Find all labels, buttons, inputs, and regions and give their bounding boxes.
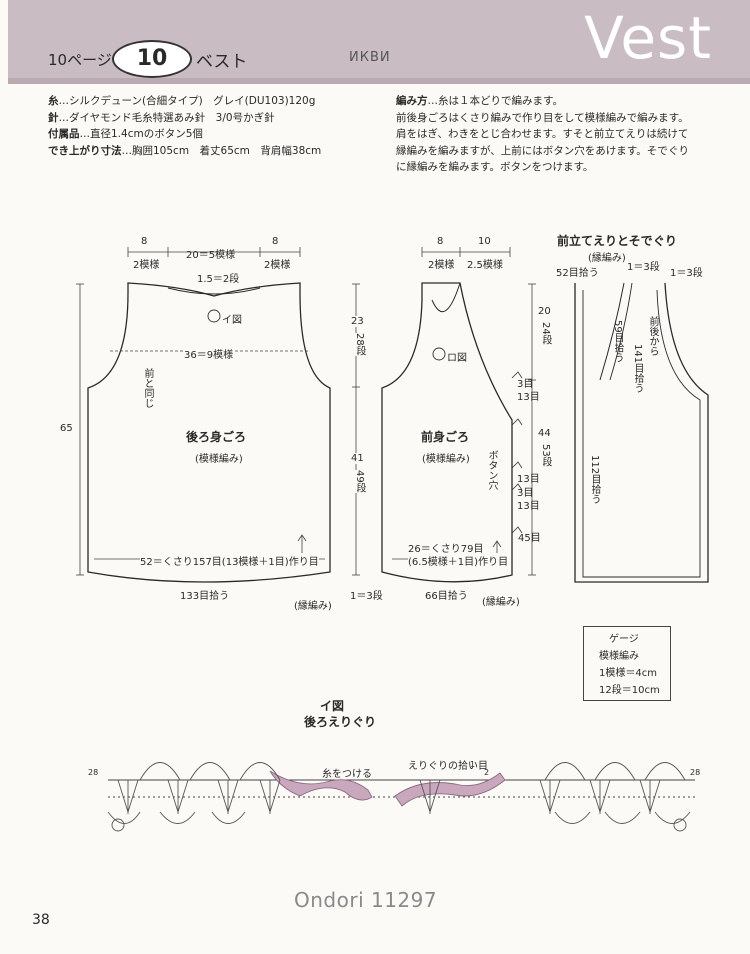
front-hem-pick: 66目拾う xyxy=(425,591,468,602)
watermark: Ondori 11297 xyxy=(294,888,438,912)
band-title: 前立てえりとそでぐり xyxy=(557,234,677,248)
gauge-line1: 1模様＝4cm xyxy=(599,668,657,679)
header-strip xyxy=(8,78,750,84)
band-rows-b: 1＝3段 xyxy=(670,268,703,279)
back-edging: (縁編み) xyxy=(294,601,332,612)
front-body-title: 前身ごろ xyxy=(421,430,470,444)
front-base: 26＝くさり79目 xyxy=(408,544,484,555)
figure-n2: 2 xyxy=(484,768,490,777)
back-armhole-h: 23 xyxy=(351,316,364,327)
band-pick141: 141目拾う xyxy=(632,344,643,394)
page-number: 38 xyxy=(32,912,50,928)
figure-title: 後ろえりぐり xyxy=(304,715,377,729)
back-fig-ref: イ図 xyxy=(222,315,242,326)
band-edging: (縁編み) xyxy=(588,253,626,264)
back-armhole-rows: 28段 xyxy=(352,333,367,356)
size-key: でき上がり寸法 xyxy=(48,144,122,157)
back-top-right-sub: 2模様 xyxy=(264,260,291,271)
back-body-title: 後ろ身ごろ xyxy=(186,430,247,444)
back-top-right: 8 xyxy=(272,236,279,247)
back-body-rows: 49段 xyxy=(352,470,367,493)
hem-rows: 1＝3段 xyxy=(350,591,383,602)
band-front-back: 前後から xyxy=(647,316,658,356)
back-body-subtitle: (模様編み) xyxy=(195,454,243,465)
method-block: 編み方…糸は１本どりで編みます。 前後身ごろはくさり編みで作り目をして模様編みで… xyxy=(396,93,726,176)
gauge-line2: 12段＝10cm xyxy=(599,685,660,696)
band-pick112: 112目拾う xyxy=(589,455,600,505)
stamp-text: ИКВИ xyxy=(349,50,391,65)
front-armhole-rows: 24段 xyxy=(540,322,551,345)
front-top-left-sub: 2模様 xyxy=(428,260,455,271)
front-armhole-h: 20 xyxy=(538,306,551,317)
gauge-title: ゲージ xyxy=(609,634,639,645)
yarn-key: 糸 xyxy=(48,95,59,107)
page-reference: 10ページ xyxy=(48,51,112,69)
front-fig-ref: ロ図 xyxy=(447,353,467,364)
front-top-right-sub: 2.5模様 xyxy=(467,260,503,271)
pattern-number-badge: 10 xyxy=(112,40,192,78)
accessory-value: …直径1.4cmのボタン5個 xyxy=(79,128,203,140)
method-label: 編み方 xyxy=(396,95,428,107)
gauge-box: ゲージ 模様編み 1模様＝4cm 12段＝10cm xyxy=(583,626,671,701)
figure-ref: イ図 xyxy=(320,699,345,713)
size-value: …胸囲105cm 着丈65cm 背肩幅38cm xyxy=(121,144,322,157)
method-line-2: 肩をはぎ、わきをとじ合わせます。すそと前立てえりは続けて xyxy=(396,128,689,140)
method-line-0: …糸は１本どりで編みます。 xyxy=(427,95,563,107)
front-st45: 45目 xyxy=(518,533,541,544)
figure-heading: イ図 後ろえりぐり xyxy=(304,698,376,730)
back-base: 52＝くさり157目(13模様＋1目)作り目 xyxy=(140,553,319,568)
back-chest: 36＝9模様 xyxy=(184,346,234,361)
front-base-sub: (6.5模様＋1目)作り目 xyxy=(408,553,509,568)
back-same-as-front: 前と同じ xyxy=(142,368,153,408)
method-line-1: 前後身ごろはくさり編みで作り目をして模様編みで編みます。 xyxy=(396,111,689,124)
crochet-chart xyxy=(107,762,695,832)
buttonhole-label: ボタン穴 xyxy=(486,450,497,490)
front-st13b: 13目 xyxy=(517,474,540,485)
front-st13c: 13目 xyxy=(517,501,540,512)
front-body-outline xyxy=(381,282,513,583)
accessory-key: 付属品 xyxy=(48,128,80,140)
needle-key: 針 xyxy=(48,111,59,124)
band-outline xyxy=(574,282,709,583)
back-body-h: 41 xyxy=(351,453,364,464)
front-body-rows: 53段 xyxy=(540,444,551,467)
front-top-left: 8 xyxy=(437,236,444,247)
back-top-left: 8 xyxy=(141,236,148,247)
back-height: 65 xyxy=(60,423,73,434)
band-pick52: 52目拾う xyxy=(556,268,599,279)
materials-block: 糸…シルクデューン(合細タイプ) グレイ(DU103)120g 針…ダイヤモンド… xyxy=(48,93,321,159)
gauge-pattern: 模様編み xyxy=(599,651,639,662)
back-neck-drop: 1.5＝2段 xyxy=(197,274,240,285)
back-body-outline xyxy=(87,282,331,583)
front-st13a: 13目 xyxy=(517,392,540,403)
front-top-right: 10 xyxy=(478,236,491,247)
figure-pickup: えりぐりの拾い目 xyxy=(408,761,488,772)
front-body-subtitle: (模様編み) xyxy=(422,454,470,465)
figure-n28-right: 28 xyxy=(690,768,701,777)
front-edging: (縁編み) xyxy=(482,597,520,608)
front-body-h: 44 xyxy=(538,428,551,439)
yarn-value: …シルクデューン(合細タイプ) グレイ(DU103)120g xyxy=(58,95,316,107)
page-title: Vest xyxy=(584,4,712,72)
front-st3a: 3目 xyxy=(517,379,534,390)
method-line-3: 縁編みを編みますが、上前にはボタン穴をあけます。そでぐり xyxy=(396,144,689,157)
back-hem-pick: 133目拾う xyxy=(180,591,230,602)
band-pick59: 59目拾う xyxy=(612,320,623,363)
figure-n28-left: 28 xyxy=(88,768,99,777)
front-st3b: 3目 xyxy=(517,488,534,499)
method-line-4: に縁編みを編みます。ボタンをつけます。 xyxy=(396,161,594,173)
needle-value: …ダイヤモンド毛糸特選あみ針 3/0号かぎ針 xyxy=(58,111,275,124)
back-top-mid: 20＝5模様 xyxy=(186,250,236,261)
pattern-name: ベスト xyxy=(196,52,248,72)
back-top-left-sub: 2模様 xyxy=(133,260,160,271)
band-rows-a: 1＝3段 xyxy=(627,262,660,273)
figure-n1: 1 xyxy=(470,760,476,769)
figure-attach: 糸をつける xyxy=(322,769,372,780)
